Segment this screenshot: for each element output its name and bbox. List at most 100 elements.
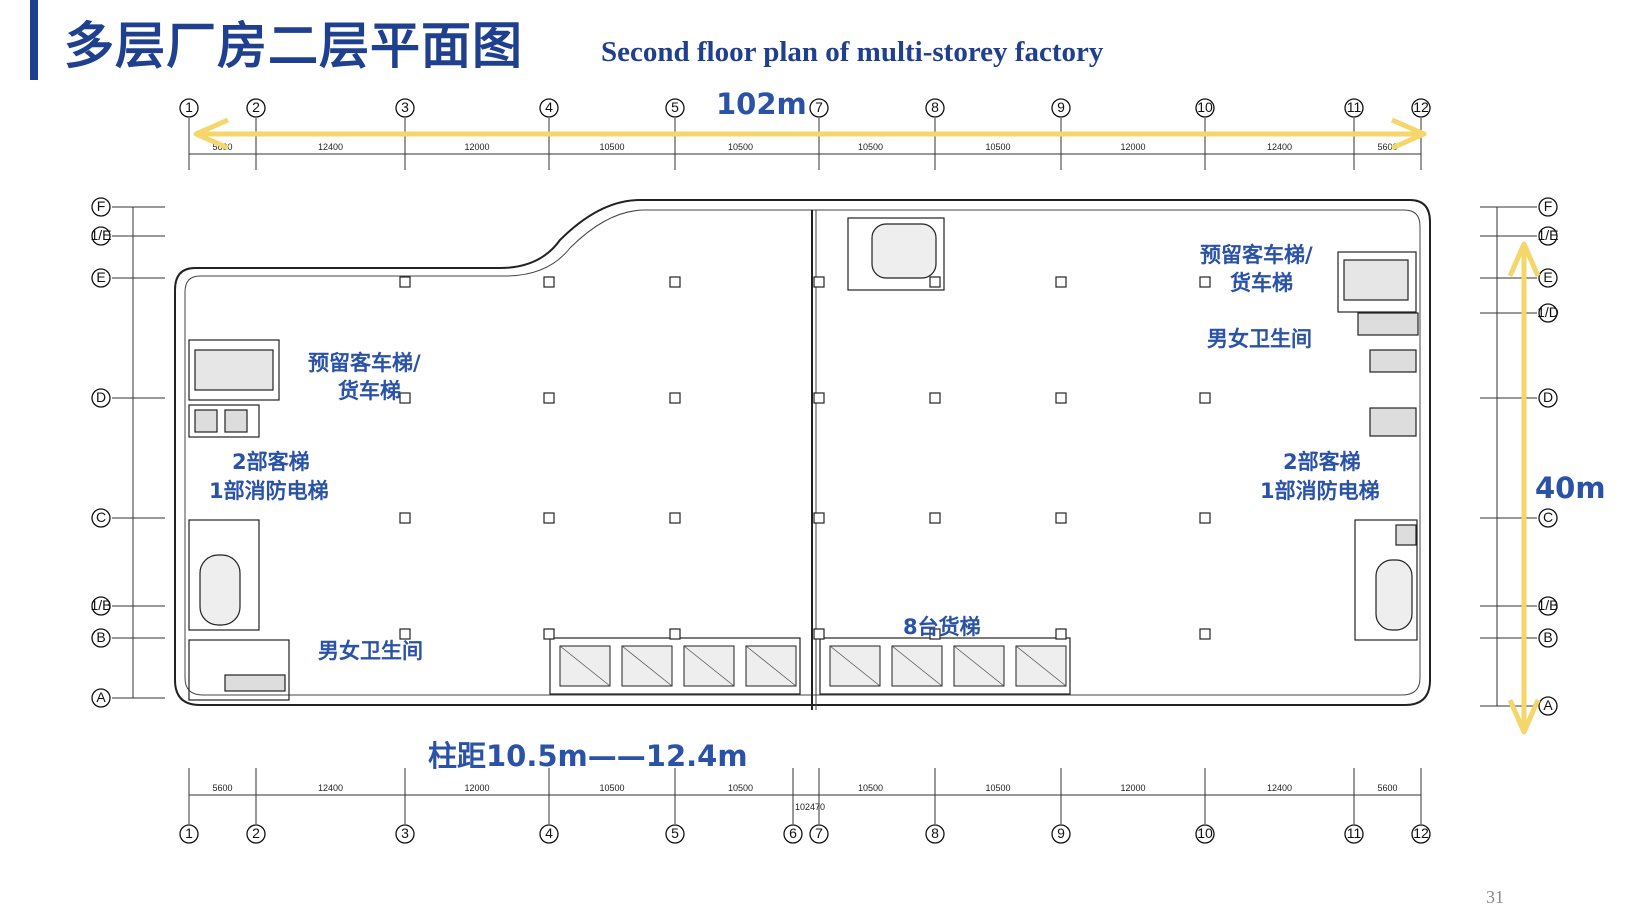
axis-bubble-bottom-8: 8 bbox=[925, 824, 945, 844]
axis-bubble-top-2: 2 bbox=[246, 98, 266, 118]
axis-bubble-right-C: C bbox=[1538, 508, 1558, 528]
svg-text:9: 9 bbox=[1057, 825, 1065, 841]
axis-bubble-left-B: B bbox=[91, 628, 111, 648]
axis-bubble-right-A: A bbox=[1538, 696, 1558, 716]
top-stair-core bbox=[847, 217, 945, 291]
axis-bubble-left-D: D bbox=[91, 388, 111, 408]
svg-text:12: 12 bbox=[1413, 825, 1429, 841]
axis-bubble-right-E: E bbox=[1538, 268, 1558, 288]
svg-text:E: E bbox=[1543, 269, 1552, 285]
svg-text:C: C bbox=[1543, 509, 1553, 525]
width-dimension-arrow bbox=[1507, 241, 1541, 735]
axis-bubble-bottom-12: 12 bbox=[1411, 824, 1431, 844]
svg-text:4: 4 bbox=[545, 99, 553, 115]
axis-bubble-bottom-7: 7 bbox=[809, 824, 829, 844]
axis-bubble-bottom-4: 4 bbox=[539, 824, 559, 844]
svg-text:F: F bbox=[97, 198, 106, 214]
left-axis-bubbles: F 1/E E D C 1/B B A bbox=[90, 197, 165, 708]
freight-elevators-label: 8台货梯 bbox=[903, 615, 981, 639]
svg-text:3: 3 bbox=[401, 99, 409, 115]
bay-width-bottom: 12400 bbox=[1267, 783, 1292, 793]
axis-bubble-bottom-5: 5 bbox=[665, 824, 685, 844]
svg-text:A: A bbox=[1543, 697, 1553, 713]
axis-bubble-top-11: 11 bbox=[1344, 98, 1364, 118]
column bbox=[813, 628, 825, 640]
reserved-elevator-left-line1: 预留客车梯/ bbox=[308, 351, 421, 375]
axis-bubble-top-3: 3 bbox=[395, 98, 415, 118]
column bbox=[1055, 628, 1067, 640]
length-dimension-arrow bbox=[193, 117, 1427, 151]
axis-bubble-bottom-6: 6 bbox=[783, 824, 803, 844]
axis-bubble-bottom-3: 3 bbox=[395, 824, 415, 844]
right-elevator-core bbox=[1337, 251, 1419, 437]
column bbox=[929, 512, 941, 524]
bay-width-bottom: 10500 bbox=[599, 783, 624, 793]
column bbox=[1199, 276, 1211, 288]
axis-bubble-bottom-10: 10 bbox=[1195, 824, 1215, 844]
axis-bubble-left-F: F bbox=[91, 197, 111, 217]
svg-text:7: 7 bbox=[815, 99, 823, 115]
column bbox=[929, 392, 941, 404]
axis-bubble-right-1-E: 1/E bbox=[1537, 226, 1559, 246]
axis-bubble-left-C: C bbox=[91, 508, 111, 528]
column bbox=[1199, 392, 1211, 404]
page-subtitle: Second floor plan of multi-storey factor… bbox=[601, 36, 1104, 68]
svg-text:8: 8 bbox=[931, 825, 939, 841]
svg-text:5: 5 bbox=[671, 825, 679, 841]
svg-text:1/D: 1/D bbox=[1537, 304, 1559, 320]
building-outline bbox=[174, 199, 1431, 706]
bay-width-bottom: 12400 bbox=[318, 783, 343, 793]
axis-bubble-left-1-B: 1/B bbox=[90, 596, 112, 616]
axis-bubble-top-1: 1 bbox=[179, 98, 199, 118]
axis-bubble-right-1-B: 1/B bbox=[1537, 596, 1559, 616]
toilets-right-label: 男女卫生间 bbox=[1207, 327, 1312, 351]
total-length-dim: 102470 bbox=[795, 802, 825, 812]
column bbox=[813, 512, 825, 524]
column bbox=[669, 628, 681, 640]
column bbox=[669, 392, 681, 404]
svg-text:B: B bbox=[1543, 629, 1552, 645]
axis-bubble-bottom-11: 11 bbox=[1344, 824, 1364, 844]
svg-text:1: 1 bbox=[185, 825, 193, 841]
bay-width-bottom: 12000 bbox=[1120, 783, 1145, 793]
bay-width-top: 10500 bbox=[985, 142, 1010, 152]
svg-text:7: 7 bbox=[815, 825, 823, 841]
right-stair-core bbox=[1354, 519, 1418, 641]
svg-text:1: 1 bbox=[185, 99, 193, 115]
elevators-right-line1: 2部客梯 bbox=[1283, 450, 1361, 474]
column-spacing-label: 柱距10.5m——12.4m bbox=[428, 739, 748, 773]
column bbox=[399, 276, 411, 288]
svg-text:D: D bbox=[96, 389, 106, 405]
axis-bubble-top-4: 4 bbox=[539, 98, 559, 118]
svg-text:1/B: 1/B bbox=[1537, 597, 1558, 613]
svg-text:5: 5 bbox=[671, 99, 679, 115]
column bbox=[669, 512, 681, 524]
column bbox=[929, 628, 941, 640]
width-label: 40m bbox=[1535, 471, 1606, 505]
axis-bubble-bottom-2: 2 bbox=[246, 824, 266, 844]
column bbox=[399, 512, 411, 524]
svg-text:E: E bbox=[96, 269, 105, 285]
svg-text:2: 2 bbox=[252, 99, 260, 115]
axis-bubble-left-A: A bbox=[91, 688, 111, 708]
bay-width-top: 10500 bbox=[728, 142, 753, 152]
freight-elevator-bank bbox=[549, 637, 1071, 695]
column bbox=[543, 628, 555, 640]
svg-text:A: A bbox=[96, 689, 106, 705]
bay-width-bottom: 5600 bbox=[1377, 783, 1397, 793]
bay-width-top: 12000 bbox=[1120, 142, 1145, 152]
column bbox=[1055, 276, 1067, 288]
svg-text:C: C bbox=[96, 509, 106, 525]
structural-columns bbox=[399, 276, 1211, 640]
svg-text:11: 11 bbox=[1347, 825, 1362, 841]
column bbox=[399, 628, 411, 640]
axis-bubble-right-1-D: 1/D bbox=[1537, 303, 1559, 323]
column bbox=[929, 276, 941, 288]
svg-text:D: D bbox=[1543, 389, 1553, 405]
left-stair-core bbox=[188, 519, 290, 701]
axis-bubble-left-1-E: 1/E bbox=[90, 226, 112, 246]
